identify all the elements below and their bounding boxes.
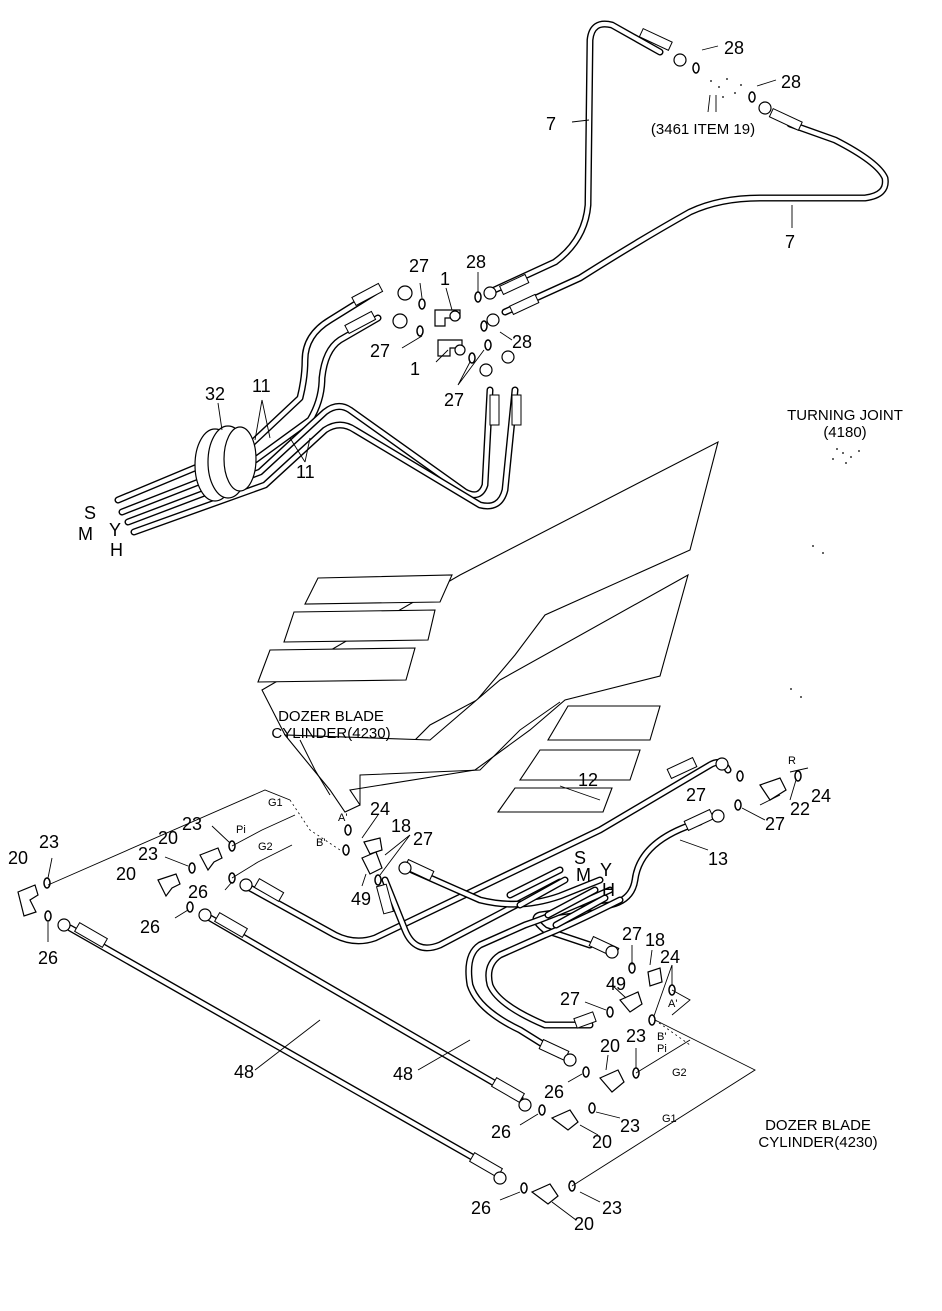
hose-11 <box>114 288 519 536</box>
lower-o-rings <box>43 770 802 1194</box>
part-label: 12 <box>578 770 598 790</box>
port-label-y: Y <box>600 860 612 880</box>
port-pipes-lower <box>506 866 609 929</box>
port-label-g2: G2 <box>258 841 273 853</box>
part-label: 49 <box>606 974 626 994</box>
hose-12 <box>246 758 732 952</box>
port-label-h: H <box>602 880 615 900</box>
port-label-s: S <box>574 848 586 868</box>
part-label: 7 <box>546 114 556 134</box>
part-label: 23 <box>138 844 158 864</box>
part-label: 23 <box>182 814 202 834</box>
part-label: 26 <box>140 917 160 937</box>
part-label: 20 <box>8 848 28 868</box>
part-label: 18 <box>391 816 411 836</box>
port-label-a-prime: A' <box>338 812 347 824</box>
part-label: 18 <box>645 930 665 950</box>
part-label: 48 <box>393 1064 413 1084</box>
dozer-blade-bottom-code-label: CYLINDER(4230) <box>758 1134 877 1151</box>
part-number-labels: 28 28 7 7 27 1 28 27 28 1 27 32 11 11 S … <box>8 38 831 1234</box>
part-label: 28 <box>781 72 801 92</box>
connection-lines <box>47 767 809 1187</box>
part-label: 27 <box>765 814 785 834</box>
part-label: 23 <box>620 1116 640 1136</box>
port-label-g2: G2 <box>672 1067 687 1079</box>
dozer-blade-top-label: DOZER BLADE <box>278 708 384 725</box>
port-label-b-prime: B' <box>316 837 325 849</box>
part-label: 23 <box>39 832 59 852</box>
port-label-r: R <box>788 755 796 767</box>
part-label: 24 <box>370 799 390 819</box>
port-label-pi: Pi <box>236 824 246 836</box>
part-label: 27 <box>686 785 706 805</box>
part-label: 20 <box>600 1036 620 1056</box>
hose-48 <box>66 914 524 1174</box>
part-label: 20 <box>116 864 136 884</box>
part-label: 13 <box>708 849 728 869</box>
turning-joint-label: TURNING JOINT <box>787 407 903 424</box>
port-label-b-prime: B' <box>657 1031 666 1043</box>
part-label: 1 <box>440 269 450 289</box>
part-label: 22 <box>790 799 810 819</box>
part-label: 24 <box>811 786 831 806</box>
part-label: 28 <box>466 252 486 272</box>
part-label: 27 <box>370 341 390 361</box>
speckle-marks <box>710 78 860 698</box>
part-label: 1 <box>410 359 420 379</box>
lower-hose-ends <box>57 756 729 1185</box>
port-label-h: H <box>110 540 123 560</box>
hose-7 <box>486 20 889 316</box>
note-labels: TURNING JOINT (4180) (3461 ITEM 19) DOZE… <box>271 121 903 1151</box>
part-label: 27 <box>409 256 429 276</box>
port-label-pi: Pi <box>657 1043 667 1055</box>
part-label: 26 <box>188 882 208 902</box>
part-label: 23 <box>602 1198 622 1218</box>
part-label: 48 <box>234 1062 254 1082</box>
tee-fittings-1 <box>434 309 466 357</box>
part-label: 26 <box>491 1122 511 1142</box>
part-label: 32 <box>205 384 225 404</box>
part-label: 7 <box>785 232 795 252</box>
turning-joint-code-label: (4180) <box>823 424 866 441</box>
dozer-blade-top-code-label: CYLINDER(4230) <box>271 725 390 742</box>
port-label-a-prime: A' <box>668 998 677 1010</box>
part-label: 20 <box>574 1214 594 1234</box>
part-label: 28 <box>724 38 744 58</box>
part-label: 26 <box>471 1198 491 1218</box>
part-label: 24 <box>660 947 680 967</box>
clamp-32 <box>194 425 257 502</box>
port-label-s: S <box>84 503 96 523</box>
part-label: 11 <box>252 376 271 396</box>
port-label-m: M <box>576 865 591 885</box>
part-label: 27 <box>413 829 433 849</box>
port-label-g1: G1 <box>268 797 283 809</box>
part-label: 23 <box>626 1026 646 1046</box>
part-label: 11 <box>296 462 315 482</box>
upper-frame-plate <box>257 440 719 813</box>
dozer-blade-bottom-label: DOZER BLADE <box>765 1117 871 1134</box>
upper-hose-ends <box>344 27 803 426</box>
port-label-g1: G1 <box>662 1113 677 1125</box>
part-label: 20 <box>158 828 178 848</box>
part-label: 49 <box>351 889 371 909</box>
part-label: 20 <box>592 1132 612 1152</box>
part-label: 26 <box>38 948 58 968</box>
item-ref-label: (3461 ITEM 19) <box>651 121 755 138</box>
leader-lines <box>47 45 797 1221</box>
port-label-y: Y <box>109 520 121 540</box>
port-label-m: M <box>78 524 93 544</box>
part-label: 27 <box>560 989 580 1009</box>
part-label: 26 <box>544 1082 564 1102</box>
upper-o-rings <box>416 62 756 364</box>
lower-fittings <box>17 777 787 1205</box>
part-label: 27 <box>622 924 642 944</box>
part-label: 27 <box>444 390 464 410</box>
part-label: 28 <box>512 332 532 352</box>
